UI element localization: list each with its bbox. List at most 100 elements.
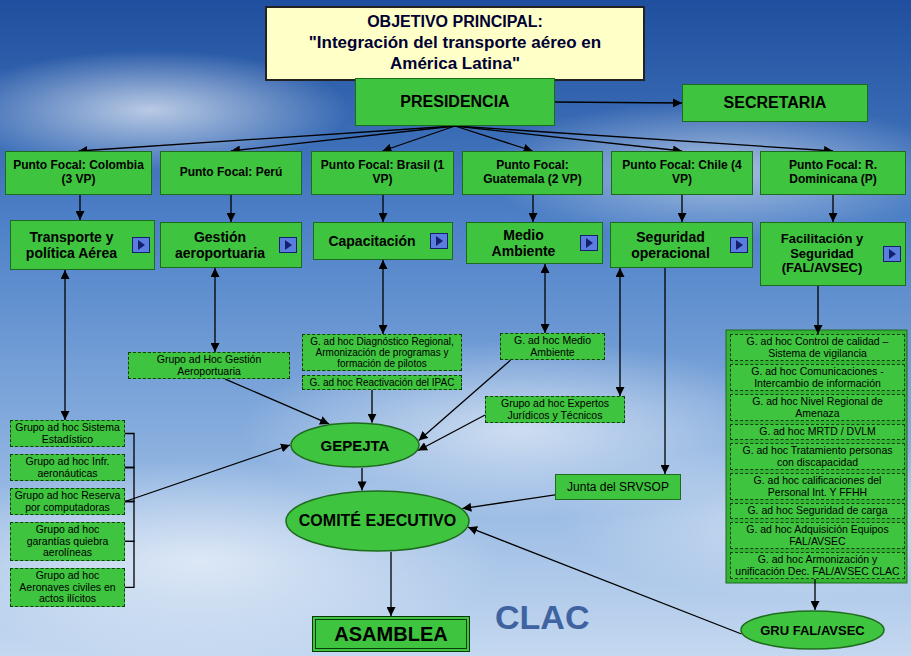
text-wrap: Grupo ad hoc Reserva por computadoras — [14, 490, 121, 513]
text-wrap: Punto Focal: Colombia (3 VP) — [10, 159, 147, 187]
text-wrap: G. ad hoc Control de calidad – Sistema d… — [734, 336, 901, 359]
text-wrap: OBJETIVO PRINCIPAL:"Integración del tran… — [275, 12, 635, 75]
play-icon-frame — [280, 238, 297, 253]
connector — [619, 268, 620, 396]
adhoc-group-box: Grupo ad Hoc Gestión Aeroportuaria — [128, 352, 290, 379]
adhoc-group-box: G. ad hoc Adquisición Equipos FAL/AVSEC — [730, 522, 905, 549]
connector — [681, 195, 682, 222]
node-label: COMITÉ EJECUTIVO — [299, 512, 456, 530]
node-label: Junta del SRVSOP — [567, 480, 669, 494]
focal-point-box: Punto Focal: Guatemala (2 VP) — [462, 151, 603, 195]
node-label: Grupo ad hoc Aeronaves civiles en actos … — [14, 570, 121, 605]
text-wrap: G. ad hoc Reactivación del IPAC — [310, 377, 455, 388]
focal-point-box: Punto Focal: Colombia (3 VP) — [5, 151, 152, 195]
node-label: Capacitación — [318, 233, 426, 249]
text-wrap: Seguridad operacional — [615, 229, 726, 261]
connector — [382, 260, 383, 334]
node-label: GRU FAL/AVSEC — [760, 623, 865, 638]
connector — [125, 434, 134, 468]
connector — [532, 195, 533, 222]
ellipse-shape — [741, 611, 884, 649]
text-wrap: GRU FAL/AVSEC — [760, 623, 865, 638]
node-label: Punto Focal: Guatemala (2 VP) — [467, 159, 598, 187]
node-label: OBJETIVO PRINCIPAL: — [275, 12, 635, 32]
node-label: G. ad hoc Seguridad de carga — [747, 505, 887, 517]
text-wrap: Gestión aeroportuaria — [165, 229, 275, 261]
text-wrap: Grupo ad Hoc Gestión Aeroportuaria — [132, 354, 286, 377]
node-label: GEPEJTA — [321, 437, 390, 454]
node-label: Grupo ad hoc Infr. aeronáuticas — [14, 456, 121, 479]
text-wrap: G. ad hoc Seguridad de carga — [747, 505, 887, 517]
adhoc-group-box: Grupo ad hoc Expertos Jurídicos y Técnic… — [485, 396, 625, 423]
adhoc-group-box: Grupo ad hoc garantías quiebra aerolínea… — [10, 522, 125, 561]
text-wrap: Grupo ad hoc Aeronaves civiles en actos … — [14, 570, 121, 605]
connector — [664, 268, 665, 474]
adhoc-group-box: G. ad hoc Reactivación del IPAC — [302, 375, 462, 390]
text-wrap: Grupo ad hoc Expertos Jurídicos y Técnic… — [489, 398, 621, 421]
adhoc-group-box: G. ad hoc Nivel Regional de Amenaza — [730, 394, 905, 421]
secretariat-box: SECRETARIA — [682, 84, 868, 122]
connector — [79, 195, 80, 220]
play-icon-triangle — [138, 240, 145, 250]
committee-box: Gestión aeroportuaria — [160, 222, 302, 268]
connector — [125, 541, 134, 587]
adhoc-group-box: G. ad hoc calificaciones del Personal In… — [730, 473, 905, 500]
adhoc-group-box: G. ad hoc Armonización y unificación Dec… — [730, 552, 905, 579]
adhoc-group-box: G. ad hoc Diagnóstico Regional, Armoniza… — [302, 334, 462, 371]
presidency-box: PRESIDENCIA — [355, 78, 555, 126]
connector — [361, 468, 362, 491]
text-wrap: G. ad hoc Comunicaciones - Intercambio d… — [734, 366, 901, 389]
node-label: Punto Focal: R. Dominicana (P) — [765, 159, 901, 187]
play-icon-frame — [431, 234, 448, 249]
connector — [231, 126, 455, 151]
ellipse-shape — [291, 423, 419, 467]
text-wrap: G. ad hoc Diagnóstico Regional, Armoniza… — [306, 336, 458, 369]
adhoc-group-box: G. ad hoc Seguridad de carga — [730, 503, 905, 519]
play-icon-frame — [884, 247, 901, 262]
text-wrap: G. ad hoc Nivel Regional de Amenaza — [734, 396, 901, 419]
connector — [462, 495, 555, 509]
play-icon-triangle — [736, 240, 743, 250]
adhoc-group-box: Grupo ad hoc Sistema Estadístico — [10, 420, 125, 447]
text-wrap: Facilitación y Seguridad (FAL/AVSEC) — [765, 232, 879, 277]
text-wrap: G. ad hoc Adquisición Equipos FAL/AVSEC — [734, 524, 901, 547]
executive-committee-ellipse: COMITÉ EJECUTIVO — [285, 490, 470, 552]
connector — [64, 270, 65, 420]
node-label: G. ad hoc calificaciones del Personal In… — [734, 475, 901, 498]
connector — [418, 415, 485, 451]
text-wrap: Punto Focal: Brasil (1 VP) — [316, 159, 449, 187]
connector — [390, 552, 391, 616]
text-wrap: COMITÉ EJECUTIVO — [299, 512, 456, 530]
node-label: G. ad hoc Diagnóstico Regional, Armoniza… — [306, 336, 458, 369]
text-wrap: SECRETARIA — [724, 94, 827, 112]
node-label: Punto Focal: Brasil (1 VP) — [316, 159, 449, 187]
focal-point-box: Punto Focal: Chile (4 VP) — [611, 151, 753, 195]
play-icon-triangle — [889, 249, 896, 259]
node-label: Grupo ad hoc Expertos Jurídicos y Técnic… — [489, 398, 621, 421]
text-wrap: G. ad hoc calificaciones del Personal In… — [734, 475, 901, 498]
adhoc-group-box: Grupo ad hoc Infr. aeronáuticas — [10, 454, 125, 481]
text-wrap: Punto Focal: Perú — [180, 166, 283, 180]
play-icon-frame — [731, 238, 748, 253]
play-icon — [279, 237, 297, 253]
focal-point-box: Punto Focal: Perú — [160, 151, 302, 195]
adhoc-group-box: G. ad hoc Medio Ambiente — [500, 333, 605, 360]
node-label: Punto Focal: Colombia (3 VP) — [10, 159, 147, 187]
node-label: G. ad hoc Adquisición Equipos FAL/AVSEC — [734, 524, 901, 547]
text-wrap: ASAMBLEA — [334, 623, 447, 646]
play-icon — [580, 235, 598, 251]
node-label: G. ad hoc Medio Ambiente — [504, 335, 601, 358]
committee-box: Facilitación y Seguridad (FAL/AVSEC) — [760, 222, 906, 286]
connector — [125, 502, 134, 542]
play-icon-triangle — [586, 238, 593, 248]
play-icon-frame — [581, 236, 598, 251]
node-label: G. ad hoc Reactivación del IPAC — [310, 377, 455, 388]
play-icon — [883, 246, 901, 262]
play-icon-triangle — [436, 236, 443, 246]
text-wrap: G. ad hoc Tratamiento personas con disca… — [734, 445, 901, 468]
connector — [230, 195, 231, 222]
fal-panel — [726, 330, 907, 583]
connector — [79, 126, 456, 151]
ellipse-shape — [286, 491, 469, 551]
text-wrap: Punto Focal: Guatemala (2 VP) — [467, 159, 598, 187]
